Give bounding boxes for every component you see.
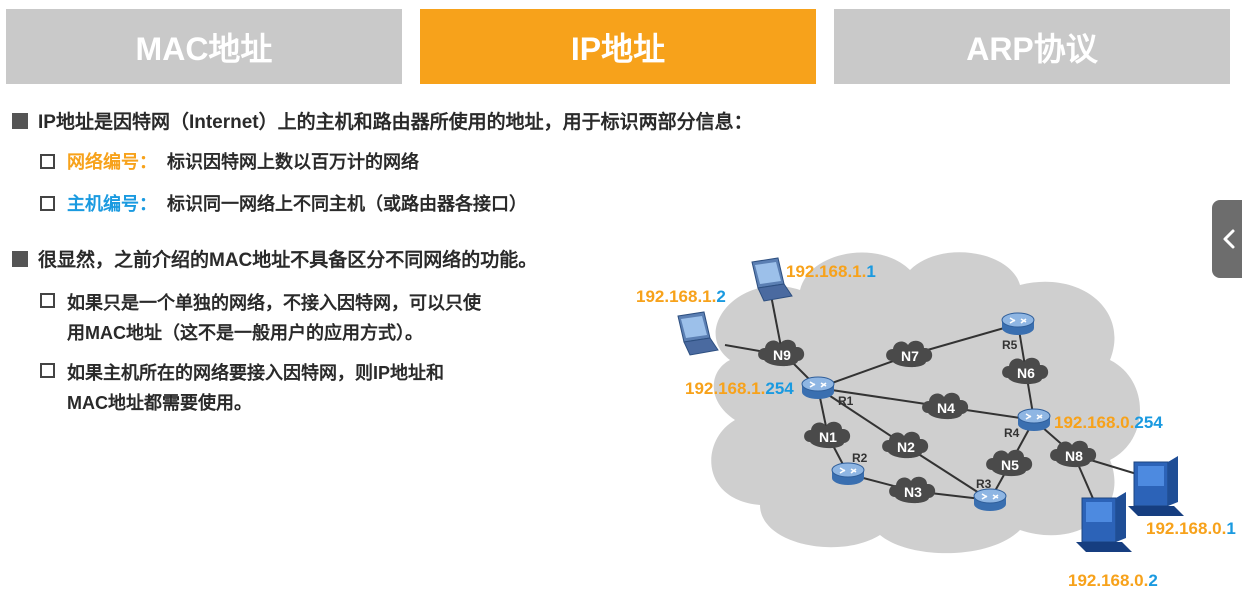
ip-label-192-168-0-2: 192.168.0.2 [1068,571,1158,590]
ip-host-part: 1 [866,262,875,281]
ip-network-part: 192.168.1. [786,262,866,281]
ip-label-192-168-0-1: 192.168.0.1 [1146,519,1236,538]
network-n1-label: N1 [819,429,837,445]
ip-label-192-168-1-254: 192.168.1.254 [685,379,794,398]
side-panel-toggle[interactable] [1212,200,1242,278]
network-n9-label: N9 [773,347,791,363]
bullet-ip-definition: IP地址是因特网（Internet）上的主机和路由器所使用的地址，用于标识两部分… [12,107,753,134]
filled-square-bullet-icon [12,250,28,267]
bullet-mac-limitation: 很显然，之前介绍的MAC地址不具备区分不同网络的功能。 [12,245,537,272]
ip-host-part: 1 [1226,519,1235,538]
empty-square-bullet-icon [40,153,55,169]
network-number-key: 网络编号： [67,152,157,172]
sub-bullet-host-number: 主机编号： 标识同一网络上不同主机（或路由器各接口） [40,190,527,216]
sub-bullet-internet-access: 如果主机所在的网络要接入因特网，则IP地址和 MAC地址都需要使用。 [40,358,444,418]
sub-bullet-single-network: 如果只是一个单独的网络，不接入因特网，可以只使 用MAC地址（这不是一般用户的应… [40,288,481,348]
tab-bar: MAC地址 IP地址 ARP协议 [6,9,1230,84]
ip-network-part: 192.168.0. [1146,519,1226,538]
network-n8: N8 [1050,440,1097,468]
internet-access-line1: 如果主机所在的网络要接入因特网，则IP地址和 [67,363,445,383]
bullet-text: IP地址是因特网（Internet）上的主机和路由器所使用的地址，用于标识两部分… [38,112,753,133]
router-r3-icon [973,488,1007,512]
laptop-icon [677,311,719,356]
router-r1-label: R1 [838,394,854,408]
router-r5-label: R5 [1002,338,1018,352]
empty-square-bullet-icon [40,195,55,211]
router-r5-icon [1001,312,1035,336]
network-n3-label: N3 [904,484,922,500]
tab-ip-address[interactable]: IP地址 [420,9,816,84]
chevron-left-icon [1223,229,1235,249]
network-n4-label: N4 [937,400,955,416]
ip-network-part: 192.168.1. [685,379,765,398]
single-network-line2: 用MAC地址（这不是一般用户的应用方式）。 [67,323,423,343]
router-r4-label: R4 [1004,426,1020,440]
network-n5: N5 [986,449,1033,477]
router-r4-icon [1017,408,1051,432]
host-number-key: 主机编号： [67,194,157,214]
ip-network-part: 192.168.1. [636,287,716,306]
tab-mac-address[interactable]: MAC地址 [6,9,402,84]
router-r3-label: R3 [976,477,992,491]
sub-bullet-network-number: 网络编号： 标识因特网上数以百万计的网络 [40,148,419,174]
network-n8-label: N8 [1065,448,1083,464]
router-r2-icon [831,462,865,486]
single-network-line1: 如果只是一个单独的网络，不接入因特网，可以只使 [67,293,481,313]
router-r2-label: R2 [852,451,868,465]
network-n5-label: N5 [1001,457,1019,473]
ip-host-part: 254 [765,379,794,398]
empty-square-bullet-icon [40,293,55,308]
ip-host-part: 254 [1134,413,1163,432]
ip-host-part: 2 [1148,571,1157,590]
network-n9: N9 [758,339,805,367]
network-n6: N6 [1002,357,1049,385]
network-n1: N1 [804,421,851,449]
filled-square-bullet-icon [12,112,28,129]
network-n7: N7 [886,340,933,368]
ip-label-192-168-1-2: 192.168.1.2 [636,287,726,306]
network-n7-label: N7 [901,348,919,364]
tab-arp-protocol[interactable]: ARP协议 [834,9,1230,84]
desktop-computer-icon [1075,491,1133,553]
ip-network-part: 192.168.0. [1054,413,1134,432]
internet-access-line2: MAC地址都需要使用。 [67,393,252,413]
ip-host-part: 2 [716,287,725,306]
network-n4: N4 [922,392,969,420]
network-n3: N3 [889,476,936,504]
ip-label-192-168-1-1: 192.168.1.1 [786,262,876,281]
network-n6-label: N6 [1017,365,1035,381]
network-n2: N2 [882,431,929,459]
network-number-text: 标识因特网上数以百万计的网络 [167,152,419,172]
bullet-text: 很显然，之前介绍的MAC地址不具备区分不同网络的功能。 [38,250,538,271]
ip-network-part: 192.168.0. [1068,571,1148,590]
router-r1-icon [801,376,835,400]
host-number-text: 标识同一网络上不同主机（或路由器各接口） [167,194,527,214]
network-n2-label: N2 [897,439,915,455]
empty-square-bullet-icon [40,363,55,378]
ip-label-192-168-0-254: 192.168.0.254 [1054,413,1163,432]
